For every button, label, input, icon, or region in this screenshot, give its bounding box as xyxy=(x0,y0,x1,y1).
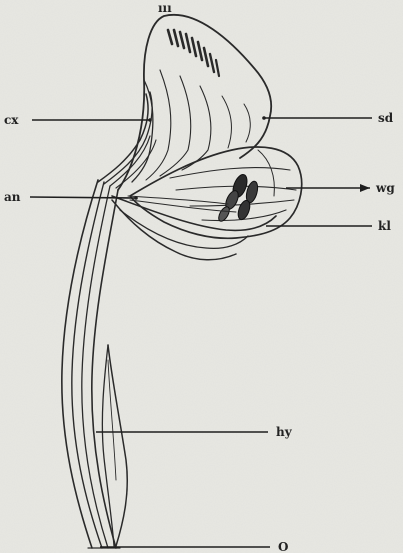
label-o: O xyxy=(278,540,288,553)
leader-dot-cx xyxy=(148,118,152,122)
leader-dot-an xyxy=(134,196,138,200)
leader-an xyxy=(30,197,136,198)
leader-dot-sd xyxy=(262,116,266,120)
label-hy: hy xyxy=(276,425,293,439)
standard-tip-mark: ııı xyxy=(158,1,172,15)
label-wg: wg xyxy=(375,181,395,195)
label-sd: sd xyxy=(378,111,394,125)
label-an: an xyxy=(4,190,21,204)
label-kl: kl xyxy=(378,219,391,233)
label-cx: cx xyxy=(4,113,19,127)
